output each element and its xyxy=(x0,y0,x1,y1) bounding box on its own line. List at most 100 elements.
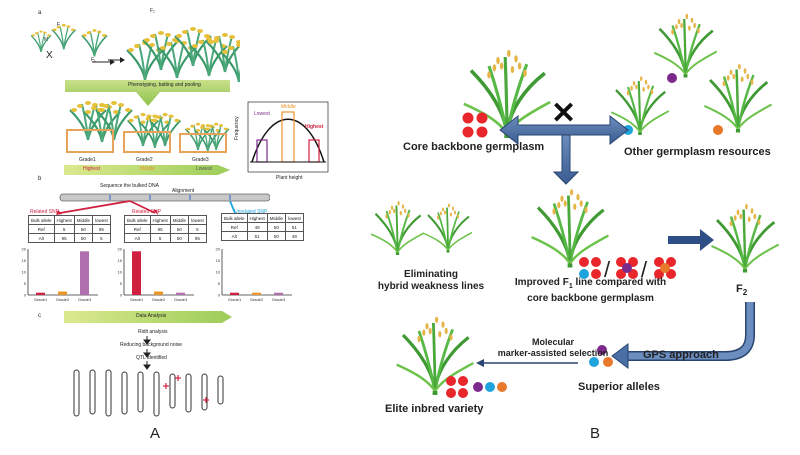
snp3-col: Middle xyxy=(266,213,287,223)
snp3-cell: Ref xyxy=(221,222,248,232)
snp-bar xyxy=(154,291,163,295)
section-label-a: a xyxy=(38,10,42,16)
core-red-dots xyxy=(462,112,488,138)
bar-y-tick: 0 xyxy=(120,293,123,298)
bar-category-label: Grade1 xyxy=(34,297,48,302)
phenotyping-label: Phenotyping, batting and pooling xyxy=(128,82,201,88)
cross-symbol: X xyxy=(46,50,53,61)
f2-sub: 2 xyxy=(742,288,748,298)
eliminating-label: Eliminating hybrid weakness lines xyxy=(376,269,486,293)
snp3-cell: 50 xyxy=(266,231,287,241)
to-f2-arrow xyxy=(668,229,714,251)
section-label-c: c xyxy=(38,313,41,319)
snp1-col: Highest xyxy=(53,215,75,225)
dist-middle-label: Middle xyxy=(281,104,296,110)
analysis-step-2: Reducing background noise xyxy=(120,342,182,348)
f1-label: F₁ xyxy=(91,57,96,63)
exchange-arrow xyxy=(499,114,629,146)
snp2-corner: Bulk allele xyxy=(124,215,151,225)
f2-label: F₂ xyxy=(150,8,155,14)
bar-y-tick: 20 xyxy=(216,247,221,252)
grade-bar-lowest: Lowest xyxy=(196,166,212,172)
bar-y-tick: 10 xyxy=(216,270,221,275)
analysis-step-1: Ridit analysis xyxy=(138,329,168,335)
bar-category-label: Grade3 xyxy=(174,297,188,302)
improved-sub: 1 xyxy=(568,283,573,290)
bar-y-tick: 5 xyxy=(218,281,221,286)
snp2-cell: 50 xyxy=(169,224,190,234)
eliminating-line-2: hybrid weakness lines xyxy=(377,281,485,292)
mas-line-1: Molecular xyxy=(531,337,574,347)
snp1-cell: 95 xyxy=(92,224,111,234)
bar-y-tick: 10 xyxy=(118,270,123,275)
snp2-col: Highest xyxy=(149,215,171,225)
superior-label: Superior alleles xyxy=(578,381,660,393)
snp1-col: Middle xyxy=(73,215,94,225)
snp3-corner: Bulk allele xyxy=(221,213,248,223)
mas-line-2: marker-assisted selection xyxy=(497,348,609,358)
snp-bar xyxy=(80,251,89,295)
analysis-title: Data Analysis xyxy=(136,313,167,319)
phenotyping-arrow xyxy=(65,80,230,106)
bar-y-tick: 5 xyxy=(24,281,27,286)
bar-y-tick: 10 xyxy=(22,270,27,275)
grade2-label: Grade2 xyxy=(136,157,153,163)
bar-y-tick: 15 xyxy=(118,258,123,263)
snp-bar xyxy=(252,292,261,295)
snp2-cell: 95 xyxy=(188,233,207,243)
snp-bar xyxy=(230,292,239,295)
other-label: Other germplasm resources xyxy=(624,146,771,158)
bar-category-label: Grade2 xyxy=(250,297,264,302)
gps-label: GPS approach xyxy=(643,349,719,361)
to-elite-arrow xyxy=(476,359,484,367)
snp2-cell: 5 xyxy=(149,233,171,243)
snp1-cell: Alt xyxy=(28,233,55,243)
bar-category-label: Grade1 xyxy=(228,297,242,302)
parents-plants-illustration xyxy=(30,23,240,84)
grade-plants xyxy=(66,100,230,153)
dist-ylabel: Frequency xyxy=(234,116,240,140)
alignment-label: Alignment xyxy=(172,188,195,194)
snp2-cell: Alt xyxy=(124,233,151,243)
section-label-b: b xyxy=(38,176,42,182)
snp3-cell: 49 xyxy=(246,222,268,232)
svg-text:/: / xyxy=(604,257,611,282)
bar-y-tick: 5 xyxy=(120,281,123,286)
snp3-cell: 51 xyxy=(246,231,268,241)
bar-category-label: Grade3 xyxy=(272,297,286,302)
snp2-col: Middle xyxy=(169,215,190,225)
grade-bar-middle: Middle xyxy=(140,166,155,172)
bar-category-label: Grade1 xyxy=(130,297,144,302)
snp1-cell: 50 xyxy=(73,233,94,243)
bar-y-tick: 0 xyxy=(218,293,221,298)
dist-highest-label: Highest xyxy=(305,124,324,130)
bar-y-tick: 15 xyxy=(22,258,27,263)
snp2-title: Related SNP xyxy=(132,209,161,215)
bar-category-label: Grade2 xyxy=(152,297,166,302)
snp-bar xyxy=(132,251,141,295)
snp-bar xyxy=(274,292,283,295)
snp-bar xyxy=(36,292,45,295)
snp3-col: Highest xyxy=(246,213,268,223)
mas-label: Molecular marker-assisted selection xyxy=(488,337,618,359)
bar-y-tick: 0 xyxy=(24,293,27,298)
analysis-step-3: QTL identified xyxy=(136,355,167,361)
bar-category-label: Grade3 xyxy=(78,297,92,302)
snp1-cell: 95 xyxy=(53,233,75,243)
f2-label-b: F2 xyxy=(736,283,747,297)
improved-f1-label: Improved F1 line compared with core back… xyxy=(508,277,673,305)
purple-allele-dot xyxy=(667,73,677,83)
snp1-cell: 5 xyxy=(92,233,111,243)
snp1-cell: 5 xyxy=(53,224,75,234)
f2-text: F xyxy=(736,283,743,295)
snp2-col: lowest xyxy=(188,215,207,225)
snp1-corner: Bulk allele xyxy=(28,215,55,225)
snp1-cell: 50 xyxy=(73,224,94,234)
eliminating-line-1: Eliminating xyxy=(404,269,458,280)
cross-symbol-b: ✕ xyxy=(551,97,577,130)
sequence-label: Sequence the bulked DNA xyxy=(100,183,159,189)
snp3-col: lowest xyxy=(285,213,304,223)
